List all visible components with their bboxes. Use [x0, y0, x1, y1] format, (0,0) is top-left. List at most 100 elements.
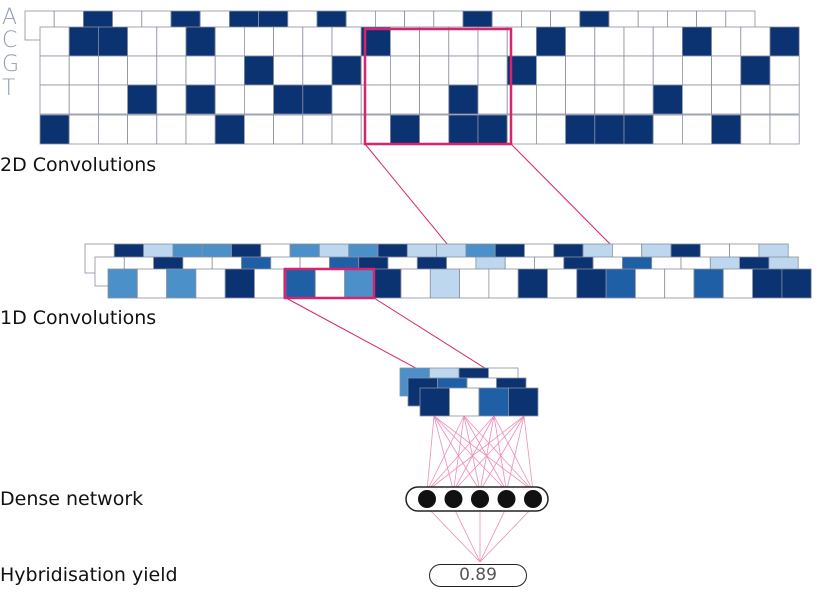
dense-connection-line [433, 415, 481, 492]
dense-connection-line [426, 415, 525, 492]
conv2d-cell [565, 114, 596, 145]
conv2d-cell [214, 55, 245, 86]
conv2d-cell [389, 114, 420, 145]
conv1d-cell [576, 268, 607, 299]
dense-network-layer [405, 486, 549, 512]
conv2d-cell [740, 84, 771, 115]
conv2d-cell [682, 55, 713, 86]
conv2d-cell [623, 84, 654, 115]
conv2d-cell [419, 114, 450, 145]
base-label-g: G [2, 52, 20, 77]
conv2d-cell [39, 55, 70, 86]
conv2d-cell [448, 114, 479, 145]
dense-connection-line [479, 415, 495, 492]
conv2d-cell [68, 55, 99, 86]
conv2d-cell [769, 26, 800, 57]
dense-node [471, 490, 489, 508]
dense-node [497, 490, 516, 508]
conv1d-cell [254, 268, 285, 299]
conv2d-cell [98, 114, 129, 145]
conv2d-cell [536, 114, 567, 145]
conv2d-cell [623, 114, 654, 145]
conv2d-cell [273, 55, 304, 86]
conv2d-cell [682, 26, 713, 57]
conv2d-cell [536, 26, 567, 57]
output-connection-line [453, 506, 481, 563]
output-label: Hybridisation yield [0, 564, 178, 586]
conv2d-cell [331, 114, 362, 145]
conv2d-cell [769, 84, 800, 115]
base-label-t: T [2, 76, 16, 101]
conv2d-cell [273, 114, 304, 145]
conv2d-cell [711, 55, 742, 86]
dense-connection-line [453, 415, 525, 492]
conv2d-cell [273, 26, 304, 57]
conv1d-cell [195, 268, 226, 299]
dense-connection-line [463, 415, 507, 492]
conv2d-cell [185, 26, 216, 57]
conv1d-window-cell [344, 268, 375, 299]
conv2d-cell [185, 55, 216, 86]
conv2d-cell [243, 26, 274, 57]
dense-node [524, 490, 542, 508]
conv2d-cell [98, 55, 129, 86]
conv2d-cell [594, 55, 625, 86]
dense-connection-line [506, 415, 525, 492]
conv2d-cell [98, 26, 129, 57]
conv1d-cell [693, 268, 724, 299]
conv2d-cell [156, 55, 187, 86]
conv2d-cell [477, 55, 508, 86]
conv2d-cell [302, 26, 333, 57]
conv2d-cell [652, 55, 683, 86]
conv2d-cell [127, 114, 158, 145]
conv2d-cell [389, 55, 420, 86]
conv2d-kernel-highlight [363, 27, 513, 146]
conv2d-cell [214, 114, 245, 145]
conv2d-cell [594, 84, 625, 115]
conv2d-cell [185, 84, 216, 115]
base-label-a: A [2, 5, 18, 30]
dense-connection-line [463, 415, 481, 492]
receptive-field-highlights [283, 27, 513, 300]
conv2d-cell [536, 84, 567, 115]
conv2d-cell [68, 114, 99, 145]
dense-connection-line [426, 415, 495, 492]
conv2d-cell [389, 26, 420, 57]
conv2d-cell [711, 26, 742, 57]
conv2d-cell [448, 55, 479, 86]
conv2d-cell [273, 84, 304, 115]
conv1d-cell [781, 268, 812, 299]
conv2d-cell [156, 84, 187, 115]
conv2d-cell [156, 114, 187, 145]
conv1d-cell [664, 268, 695, 299]
dense-connection-line [453, 415, 495, 492]
pooled-cell [508, 387, 539, 417]
conv2d-cell [331, 26, 362, 57]
conv2d-cell [594, 114, 625, 145]
conv2d-cell [243, 84, 274, 115]
conv2d-label: 2D Convolutions [0, 154, 157, 176]
conv1d-cell [752, 268, 783, 299]
conv1d-cell [722, 268, 753, 299]
conv2d-cell [623, 26, 654, 57]
conv2d-cell [652, 26, 683, 57]
conv2d-cell [39, 84, 70, 115]
conv2d-cell [711, 114, 742, 145]
conv1d-cell [166, 268, 197, 299]
dense-connection-line [426, 415, 435, 492]
conv2d-cell [302, 55, 333, 86]
conv1d-window-cell [285, 268, 316, 299]
conv2d-cell [185, 114, 216, 145]
conv2d-cell [389, 84, 420, 115]
output-connection-line [479, 506, 534, 563]
connector-lines [285, 143, 617, 563]
conv2d-grid [24, 10, 800, 145]
conv2d-cell [740, 55, 771, 86]
conv1d-cell [635, 268, 666, 299]
conv2d-cell [156, 26, 187, 57]
conv1d-cell [488, 268, 519, 299]
dense-label: Dense network [0, 488, 144, 510]
conv2d-cell [448, 26, 479, 57]
conv2d-cell [331, 55, 362, 86]
